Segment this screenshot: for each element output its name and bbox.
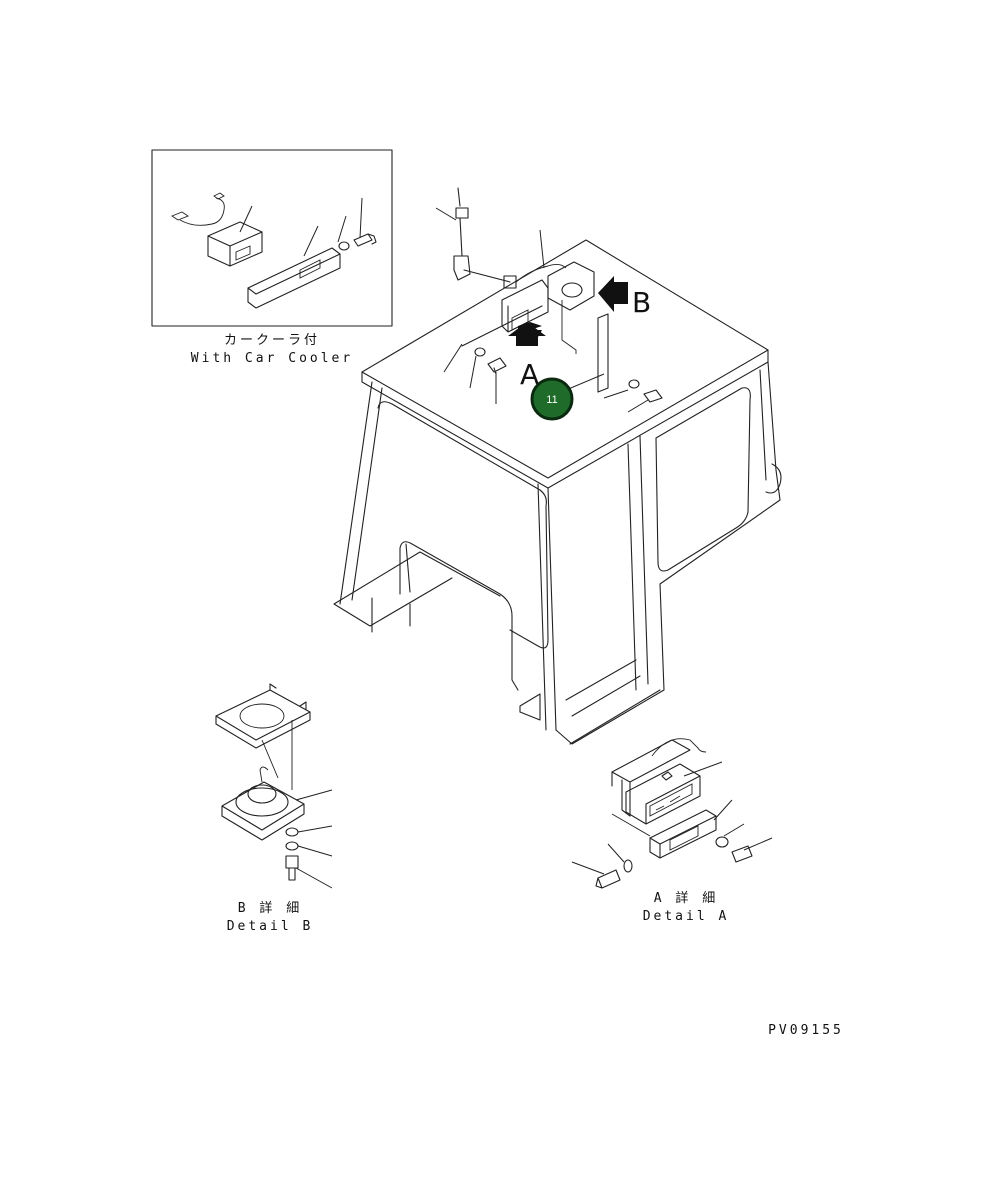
cab-floor	[333, 551, 541, 721]
roof-speaker-cone	[561, 282, 583, 298]
inset-plate-slot	[299, 259, 321, 279]
detail-a-label-en: Detail A	[643, 909, 730, 924]
front-window	[377, 401, 549, 649]
speaker-bracket	[215, 683, 311, 749]
view-label-a: A	[520, 358, 539, 391]
speaker-frame	[221, 781, 305, 841]
roof-radio-slot	[511, 309, 529, 331]
antenna	[453, 187, 517, 289]
side-window	[655, 387, 751, 572]
detail-b-assembly	[215, 683, 333, 889]
speaker-cone-outer	[235, 787, 289, 817]
roof-edge	[361, 349, 769, 489]
callout-number[interactable]: 11	[546, 394, 557, 406]
roof-washer-left	[474, 347, 486, 357]
cab-roof	[361, 239, 769, 479]
view-arrow-a-fill	[508, 322, 546, 346]
grab-handle	[399, 541, 519, 691]
roof-bolt-right	[643, 389, 663, 403]
a-face-plate	[649, 809, 717, 859]
roof-leaders-right	[603, 389, 649, 413]
inset-radio-face	[235, 245, 251, 261]
radio-faceplate	[649, 783, 693, 817]
view-arrow-b	[598, 276, 628, 312]
detail-b-label-en: Detail B	[227, 919, 314, 934]
inset-label-en: With Car Cooler	[191, 351, 353, 366]
drawing-code: PV09155	[768, 1023, 844, 1038]
detail-a-label-jp: A 詳 細	[654, 890, 718, 906]
cab-body	[333, 239, 782, 745]
b-bolt	[285, 855, 299, 881]
view-label-b: B	[632, 286, 651, 319]
speaker-lead	[259, 766, 269, 783]
a-plate-slot	[669, 825, 699, 851]
inset-frame	[151, 149, 393, 327]
detail-a-assembly	[571, 738, 773, 889]
inset-face-plate	[247, 247, 341, 309]
bracket-hole	[239, 703, 285, 729]
car-cooler-inset	[151, 149, 393, 327]
right-side-frame	[555, 361, 781, 745]
detail-b-leaders	[295, 789, 333, 889]
bracket-lines	[261, 720, 293, 790]
radio-wire	[651, 738, 707, 757]
detail-b-label-jp: B 詳 細	[238, 900, 302, 916]
detail-a-leaders	[571, 761, 773, 875]
antenna-wire	[515, 263, 567, 283]
inset-label-jp: カークーラ付	[224, 333, 320, 348]
roof-hardware	[435, 187, 663, 413]
rear-bump	[765, 463, 782, 494]
a-washer-left	[623, 859, 633, 873]
callout-circle[interactable]	[530, 377, 574, 421]
callout-leader	[565, 373, 605, 391]
radio-body	[625, 763, 701, 825]
wire-harness	[171, 192, 225, 226]
mount-lines	[561, 300, 577, 354]
inset-leaders	[239, 197, 363, 257]
roof-washer-right	[628, 379, 640, 389]
rear-pillars	[627, 369, 767, 691]
a-bolt-left	[595, 869, 621, 889]
antenna-leader	[435, 207, 457, 221]
radio-bracket	[611, 739, 691, 817]
a-bolt-right	[731, 845, 753, 863]
inset-washer	[338, 241, 350, 251]
roof-speaker-housing	[547, 261, 595, 311]
rear-floor	[565, 659, 661, 745]
roof-bolt-left	[487, 357, 507, 375]
inset-radio-unit	[207, 221, 263, 267]
b-washer-2	[285, 841, 299, 851]
a-washer-right	[715, 836, 729, 848]
b-washer-1	[285, 827, 299, 837]
callout-badge[interactable]: 11	[530, 377, 574, 421]
wire-leader	[539, 229, 545, 269]
roof-plate-edge	[461, 305, 543, 347]
speaker-cone-inner	[247, 784, 277, 804]
plate-guide	[611, 813, 651, 837]
roof-leaders-left	[443, 343, 497, 404]
inset-bolt	[353, 233, 377, 247]
radio-tab	[661, 771, 673, 781]
front-pillars	[339, 381, 557, 731]
support-strip	[597, 313, 609, 393]
